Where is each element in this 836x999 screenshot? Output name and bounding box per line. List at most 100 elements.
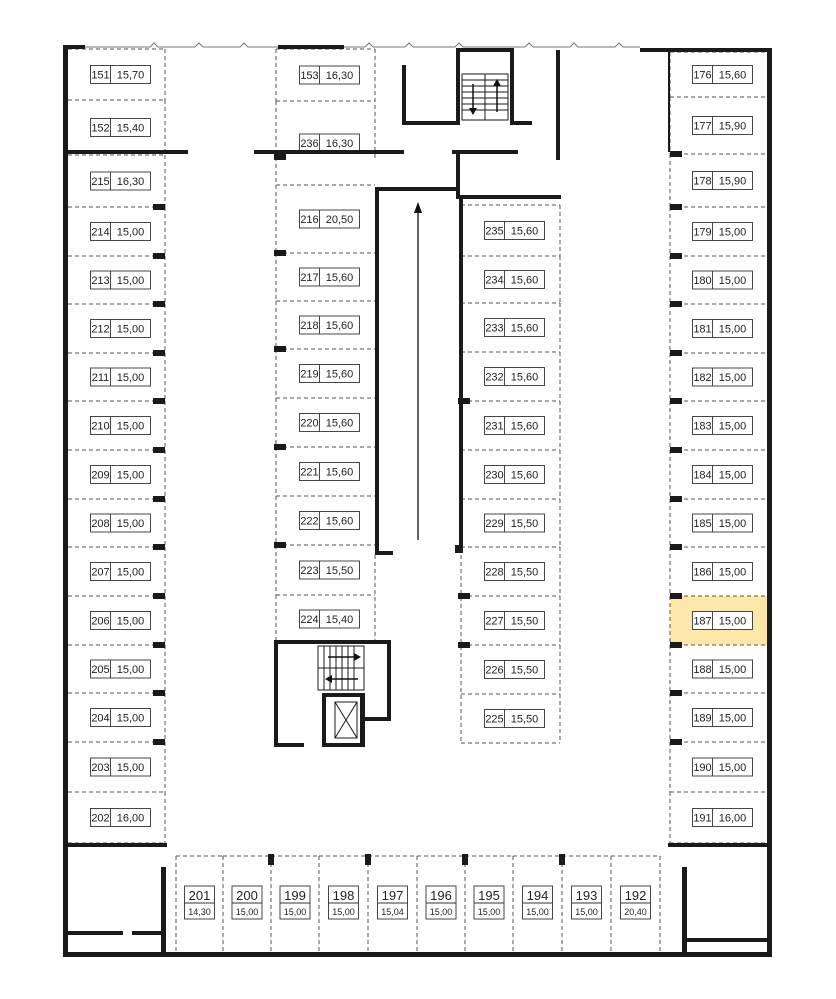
space-area: 15,04 bbox=[381, 907, 404, 917]
wall-ramp-right bbox=[459, 195, 463, 553]
parking-space-197[interactable]: 197 15,04 bbox=[367, 855, 417, 952]
space-number: 236 bbox=[300, 138, 318, 150]
space-area: 15,60 bbox=[511, 421, 539, 433]
parking-space-224[interactable]: 224 15,40 bbox=[276, 594, 375, 644]
wall-core-right bbox=[387, 640, 391, 720]
wall-stair-top-right-h bbox=[510, 121, 532, 125]
space-area: 16,00 bbox=[117, 813, 145, 825]
space-number: 222 bbox=[300, 516, 318, 528]
space-area: 15,00 bbox=[719, 616, 747, 628]
space-number: 151 bbox=[91, 70, 109, 82]
window-line-top bbox=[85, 42, 278, 48]
space-area: 15,00 bbox=[332, 907, 355, 917]
wall-left-corner-v bbox=[161, 867, 166, 957]
space-area: 15,00 bbox=[117, 616, 145, 628]
wall-ramp-top-right-h bbox=[456, 195, 561, 199]
space-area: 16,30 bbox=[326, 70, 354, 82]
stairs-bottom bbox=[317, 645, 365, 691]
wall-core-bottom bbox=[322, 743, 365, 747]
parking-space-213[interactable]: 213 15,00 bbox=[68, 255, 165, 305]
wall-stair-top-inner-v bbox=[456, 50, 460, 125]
space-number: 176 bbox=[693, 70, 711, 82]
space-area: 15,40 bbox=[326, 614, 354, 626]
space-area: 15,00 bbox=[236, 907, 259, 917]
space-number: 213 bbox=[91, 275, 109, 287]
space-number: 188 bbox=[693, 664, 711, 676]
space-area: 15,00 bbox=[117, 275, 145, 287]
space-number: 230 bbox=[485, 470, 503, 482]
space-number: 180 bbox=[693, 275, 711, 287]
space-number: 189 bbox=[693, 713, 711, 725]
wall-right-corner-v bbox=[682, 867, 687, 957]
space-number: 195 bbox=[478, 888, 500, 903]
wall-right-corner-h bbox=[682, 938, 772, 942]
wall-ramp-left-foot bbox=[375, 551, 393, 555]
space-number: 197 bbox=[382, 888, 404, 903]
space-number: 224 bbox=[300, 614, 318, 626]
space-number: 194 bbox=[527, 888, 549, 903]
ramp-direction-arrow-icon bbox=[414, 202, 422, 540]
